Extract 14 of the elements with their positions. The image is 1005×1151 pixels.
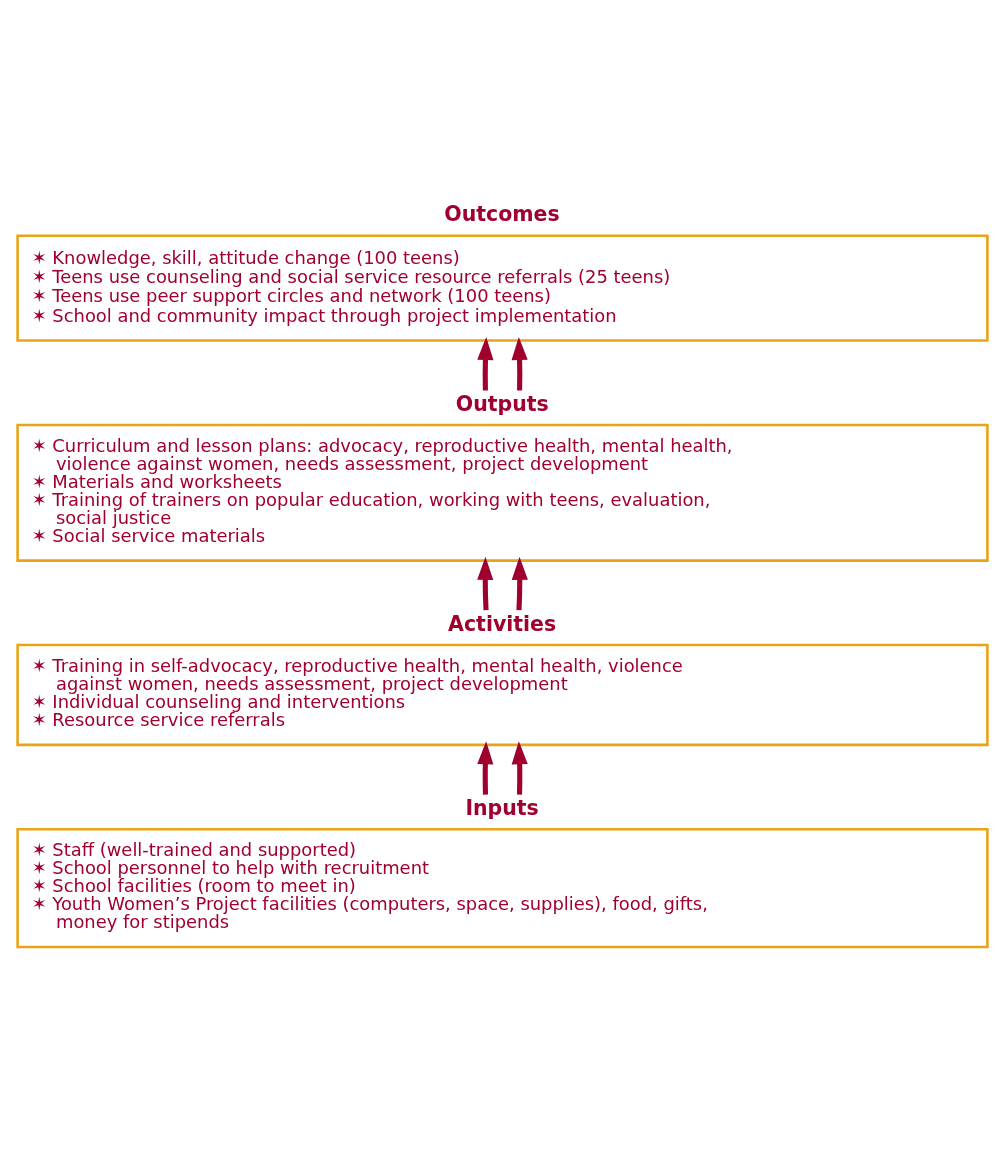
node-label: Activities (448, 611, 557, 636)
arrow (477, 336, 494, 391)
arrow (511, 740, 528, 795)
node-label: Inputs (465, 795, 539, 820)
node-box: ✶ Staff (well-trained and supported) ✶ School personnel to help with recruitment ✶ School facilities (room to meet in) ✶ Youth Women’s Project facilities (computers, space, supplies), food, gifts, money for stipends (16, 827, 989, 948)
node-box: ✶ Knowledge, skill, attitude change (100 teens) ✶ Teens use counseling and social service resource referrals (25 teens) ✶ Teens use peer support circles and network (100 teens) ✶ School and community impact through project implementation (16, 233, 989, 342)
arrow (511, 556, 528, 610)
arrow (477, 740, 494, 795)
arrow (477, 556, 494, 610)
node-box: ✶ Training in self-advocacy, reproductive health, mental health, violence against women, needs assessment, project development ✶ Individual counseling and interventions ✶ Resource service referrals (16, 643, 989, 746)
node-label: Outcomes (444, 201, 560, 226)
arrow (511, 336, 528, 391)
node-label: Outputs (455, 391, 549, 416)
node-box: ✶ Curriculum and lesson plans: advocacy, reproductive health, mental health, violence against women, needs assessment, project development ✶ Materials and worksheets ✶ Training of trainers on popular education, working with teens, evaluation, social justice ✶ Social service materials (16, 423, 989, 562)
